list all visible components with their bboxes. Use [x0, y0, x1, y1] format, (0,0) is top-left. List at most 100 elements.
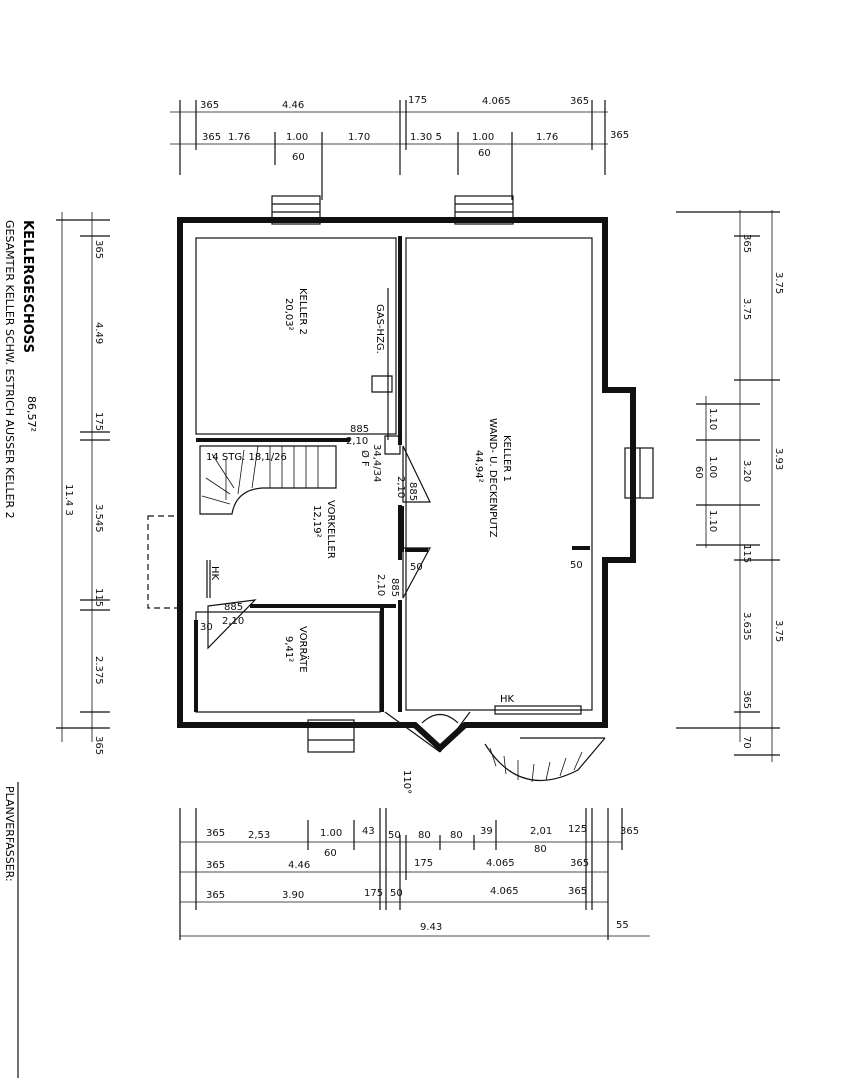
- top-r1-0: 365: [200, 100, 219, 111]
- right-m-6: 70: [741, 736, 752, 749]
- left-dimensions: 365 4.49 175 3.545 115 2.375 365 11.4 3: [56, 212, 110, 755]
- door4-bot: 2,10: [222, 616, 244, 627]
- bot-r2-4: 365: [570, 858, 589, 869]
- right-in-1: 1.00: [707, 456, 718, 478]
- right-in-sub: 60: [693, 466, 704, 479]
- bot-r1-1: 2,53: [248, 830, 270, 841]
- bot-r1-9: 125: [568, 824, 587, 835]
- bot-r1-2: 1.00: [320, 828, 342, 839]
- top-r1-4: 365: [570, 96, 589, 107]
- bot-r4-0: 9.43: [420, 922, 442, 933]
- top-r1-3: 4.065: [482, 96, 511, 107]
- hk-right-label: HK: [500, 694, 515, 705]
- outer-walls: [177, 217, 636, 753]
- title-subtitle: GESAMTER KELLER SCHW. ESTRICH AUSSER KEL…: [3, 220, 16, 519]
- door-angle-label: 110°: [401, 770, 412, 794]
- bot-r1-10: 365: [620, 826, 639, 837]
- right-in-2: 1.10: [707, 510, 718, 532]
- right-m-0: 365: [741, 234, 752, 253]
- right-o-0: 3.75: [773, 272, 784, 294]
- bot-r1sub-0: 60: [324, 848, 337, 859]
- bot-r2-1: 4.46: [288, 860, 310, 871]
- right-m-1: 3.75: [741, 298, 752, 320]
- left-i-2: 175: [93, 412, 104, 431]
- door7: 885: [389, 578, 400, 597]
- bot-r1-4: 50: [388, 830, 401, 841]
- staircase: [199, 445, 337, 515]
- right-m-5: 365: [741, 690, 752, 709]
- dashed-outline: [147, 515, 179, 609]
- bot-r1-5: 80: [418, 830, 431, 841]
- bot-r4-1: 55: [616, 920, 629, 931]
- right-m-3: 115: [741, 544, 752, 563]
- top-r2sub-0: 60: [292, 152, 305, 163]
- top-r1-1: 4.46: [282, 100, 304, 111]
- top-r2-4: 1.30 5: [410, 132, 442, 143]
- bot-r1sub-1: 80: [534, 844, 547, 855]
- door2-bot: Ø F: [359, 450, 371, 467]
- left-total: 11.4 3: [63, 484, 74, 516]
- left-i-6: 365: [93, 736, 104, 755]
- door6: 2,10: [375, 574, 386, 596]
- door9: 50: [570, 560, 583, 571]
- door3-top: 885: [407, 482, 418, 501]
- bot-r3-2: 175: [364, 888, 383, 899]
- bottom-dimensions: 365 2,53 1.00 43 50 80 80 39 2,01 125 36…: [179, 808, 650, 940]
- vorraete-name: VORRÄTE: [297, 626, 310, 673]
- right-dimensions: 3.75 3.93 3.75 365 3.75 3.20 115 3.635 3…: [676, 210, 784, 762]
- top-r2-2: 1.00: [286, 132, 308, 143]
- top-dimensions: 365 4.46 175 4.065 365 365 1.76 1.00 1.7…: [170, 95, 629, 200]
- bot-r1-8: 2,01: [530, 826, 552, 837]
- bot-r3-3: 50: [390, 888, 403, 899]
- top-r2sub-1: 60: [478, 148, 491, 159]
- right-m-4: 3.635: [741, 612, 752, 641]
- top-r2-5: 1.00: [472, 132, 494, 143]
- top-r2-1: 1.76: [228, 132, 250, 143]
- bot-r1-0: 365: [206, 828, 225, 839]
- bot-r2-3: 4.065: [486, 858, 515, 869]
- door8: 30: [200, 622, 213, 633]
- left-i-0: 365: [93, 240, 104, 259]
- door-symbols: [206, 288, 606, 783]
- bot-r3-0: 365: [206, 890, 225, 901]
- vorkeller-name: VORKELLER: [325, 500, 336, 559]
- door3-bot: 2,10: [395, 476, 406, 498]
- top-r2-3: 1.70: [348, 132, 370, 143]
- door1-bot: 2,10: [346, 436, 368, 447]
- keller1-note: WAND- U. DECKENPUTZ: [487, 418, 498, 538]
- bot-r1-7: 39: [480, 826, 493, 837]
- keller2-area: 20,03²: [283, 298, 294, 331]
- side-title: KELLERGESCHOSS 86,57² GESAMTER KELLER SC…: [3, 220, 38, 1078]
- title-area: 86,57²: [25, 396, 38, 432]
- top-r2-6: 1.76: [536, 132, 558, 143]
- keller2-name: KELLER 2: [297, 288, 308, 335]
- left-i-1: 4.49: [93, 322, 104, 344]
- bot-r3-5: 365: [568, 886, 587, 897]
- vorkeller-area: 12,19²: [311, 505, 322, 538]
- left-i-5: 2.375: [93, 656, 104, 685]
- bot-r3-1: 3.90: [282, 890, 304, 901]
- hk-left-label: HK: [209, 566, 220, 581]
- keller1-area: 44,94²: [473, 450, 484, 483]
- top-r1-2: 175: [408, 95, 427, 106]
- bot-r3-4: 4.065: [490, 886, 519, 897]
- left-i-3: 3.545: [93, 504, 104, 533]
- room-outlines: [195, 237, 593, 713]
- right-m-2: 3.20: [741, 460, 752, 482]
- room-labels: KELLER 2 20,03² GAS-HZG. KELLER 1 WAND- …: [206, 288, 515, 794]
- right-o-1: 3.93: [773, 448, 784, 470]
- right-in-0: 1.10: [707, 408, 718, 430]
- bot-r2-0: 365: [206, 860, 225, 871]
- keller1-name: KELLER 1: [501, 435, 512, 482]
- door1-top: 885: [350, 424, 369, 435]
- door4-top: 885: [224, 602, 243, 613]
- title-main: KELLERGESCHOSS: [20, 220, 35, 353]
- left-i-4: 115: [93, 588, 104, 607]
- bot-r1-6: 80: [450, 830, 463, 841]
- door5: 50: [410, 562, 423, 573]
- windows: [271, 195, 654, 753]
- door-labels: 885 2,10 34,4/34 Ø F 885 2,10 885 2,10 5…: [200, 424, 583, 633]
- gas-label: GAS-HZG.: [374, 304, 385, 354]
- top-r2-7: 365: [610, 130, 629, 141]
